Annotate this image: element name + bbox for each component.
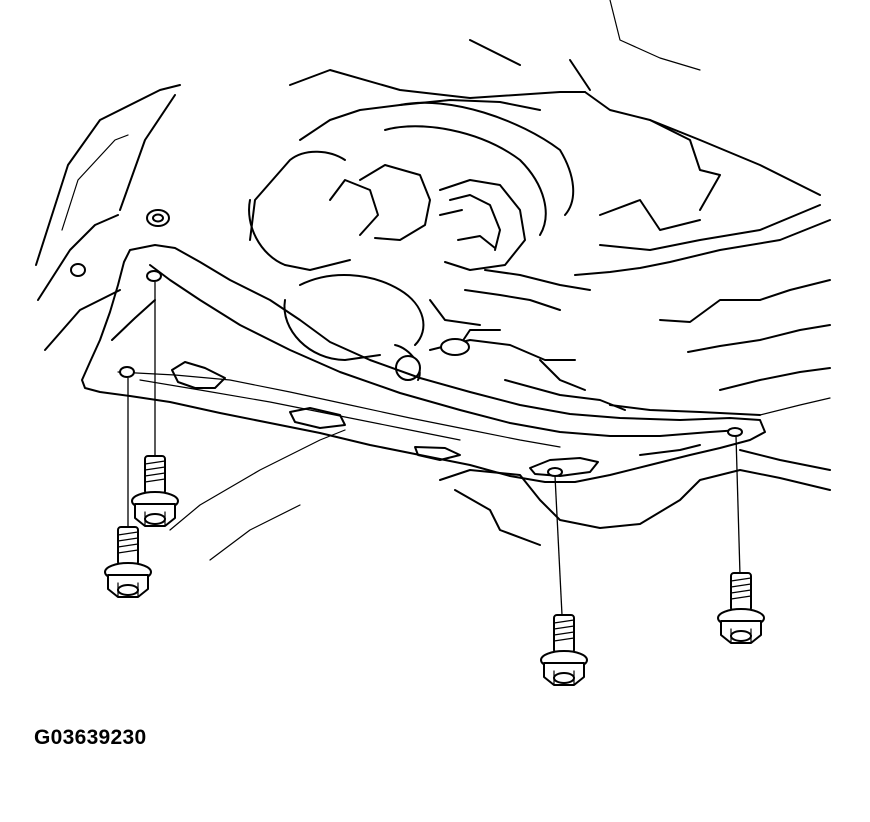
figure-code: G03639230 xyxy=(34,726,147,749)
underbody-outline xyxy=(35,0,831,561)
floor-holes xyxy=(70,209,170,277)
bolt-icon xyxy=(540,614,588,686)
crossmember xyxy=(81,244,766,483)
transmission-assembly xyxy=(248,99,626,411)
bolt-icon xyxy=(104,526,152,598)
bolt-guide-lines xyxy=(127,282,741,616)
bolt-icon xyxy=(717,572,765,644)
bolt-icon xyxy=(131,455,179,527)
